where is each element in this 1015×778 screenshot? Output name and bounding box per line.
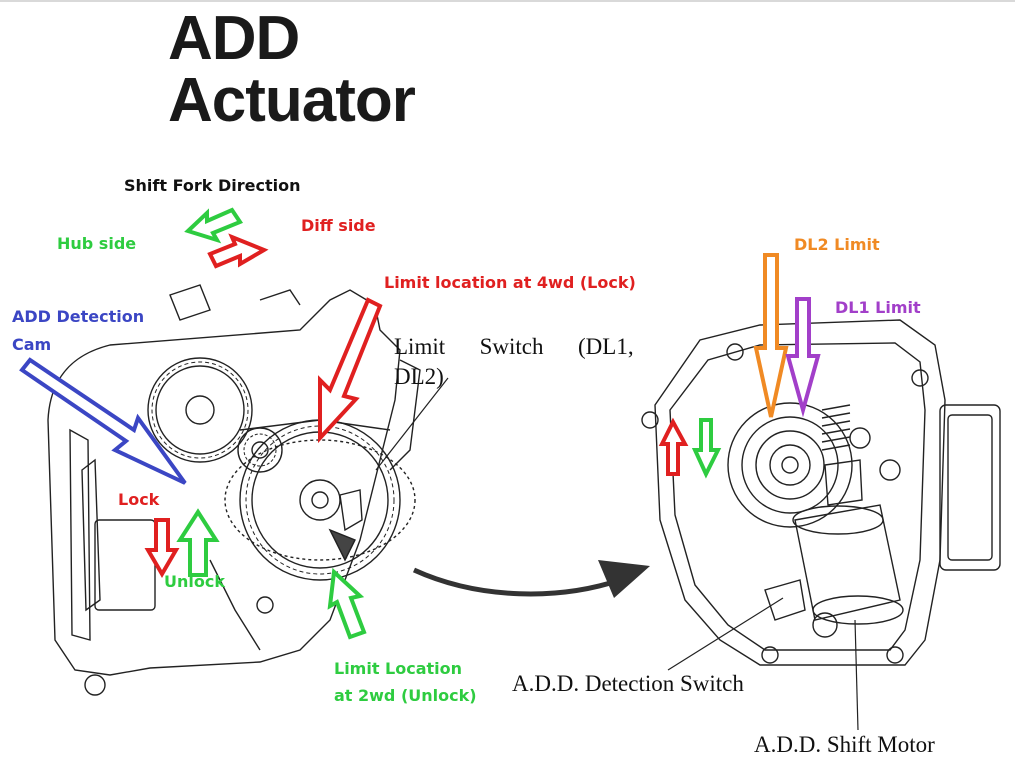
limit-4wd-label: Limit location at 4wd (Lock) [384, 273, 636, 292]
limit-4wd-arrow [318, 297, 383, 444]
lock-label: Lock [118, 490, 160, 509]
contact-disk [727, 402, 853, 528]
limit-switch-callout-line2: DL2) [394, 364, 444, 389]
shift-fork-direction-label: Shift Fork Direction [124, 176, 301, 195]
dl1-limit-arrow [785, 297, 821, 418]
limit-2wd-label-line1: Limit Location [334, 659, 463, 678]
large-gear [147, 357, 253, 463]
left-actuator-drawing [47, 284, 421, 696]
dl1-limit-label: DL1 Limit [835, 298, 921, 317]
transition-arrow [412, 560, 650, 598]
limit-switch-leader [375, 377, 449, 471]
diff-side-arrow [207, 233, 269, 269]
limit-2wd-label-line2: at 2wd (Unlock) [334, 686, 477, 705]
right-lock-arrow [658, 417, 689, 476]
right-unlock-arrow [691, 418, 722, 479]
title-line-2: Actuator [168, 66, 416, 135]
detection-switch-callout: A.D.D. Detection Switch [512, 671, 744, 696]
unlock-label: Unlock [164, 572, 225, 591]
limit-switch-callout-line1: Limit Switch (DL1, [394, 334, 634, 359]
top-border [0, 0, 1015, 2]
right-actuator-drawing [641, 319, 1001, 666]
shift-motor-callout: A.D.D. Shift Motor [754, 732, 935, 757]
dl2-limit-arrow [753, 253, 789, 418]
title-line-1: ADD [168, 4, 300, 73]
sector-gear [239, 419, 401, 581]
hub-side-label: Hub side [57, 234, 137, 253]
unlock-arrow [176, 508, 220, 577]
add-detection-cam-label-line2: Cam [12, 335, 52, 354]
dl2-limit-label: DL2 Limit [794, 235, 880, 254]
gear-teeth [151, 361, 395, 575]
shift-motor-leader [854, 619, 859, 731]
detection-cam-arrow [19, 357, 187, 485]
lock-arrow [144, 518, 180, 578]
shift-motor [792, 504, 904, 638]
hub-side-arrow [184, 207, 244, 244]
limit-2wd-arrow [327, 567, 367, 640]
diff-side-label: Diff side [301, 216, 376, 235]
add-detection-cam-label-line1: ADD Detection [12, 307, 145, 326]
page-title: ADD Actuator [168, 4, 416, 135]
detection-switch-leader [667, 597, 784, 671]
